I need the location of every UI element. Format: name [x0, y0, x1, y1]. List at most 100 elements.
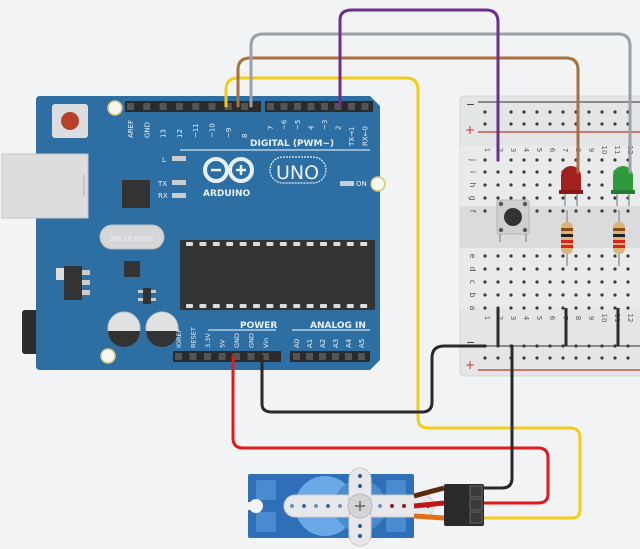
header-pin[interactable] — [127, 103, 134, 110]
breadboard-hole[interactable] — [600, 254, 604, 258]
rail-hole[interactable] — [626, 344, 630, 348]
breadboard-hole[interactable] — [509, 158, 513, 162]
header-pin[interactable] — [204, 353, 211, 360]
wire-black-servo[interactable] — [482, 344, 514, 490]
rail-hole[interactable] — [626, 356, 630, 360]
rail-hole[interactable] — [561, 110, 565, 114]
breadboard-hole[interactable] — [561, 293, 565, 297]
breadboard-hole[interactable] — [535, 293, 539, 297]
breadboard-hole[interactable] — [600, 293, 604, 297]
breadboard-hole[interactable] — [587, 280, 591, 284]
breadboard-hole[interactable] — [561, 280, 565, 284]
breadboard-hole[interactable] — [600, 209, 604, 213]
breadboard-hole[interactable] — [483, 293, 487, 297]
header-pin[interactable] — [247, 353, 255, 360]
breadboard-hole[interactable] — [613, 280, 617, 284]
breadboard-hole[interactable] — [509, 293, 513, 297]
rail-hole[interactable] — [548, 344, 552, 348]
header-pin[interactable] — [280, 103, 288, 110]
header-pin[interactable] — [241, 103, 249, 110]
breadboard-hole[interactable] — [574, 254, 578, 258]
breadboard-hole[interactable] — [483, 196, 487, 200]
breadboard-hole[interactable] — [522, 306, 526, 310]
breadboard-hole[interactable] — [600, 158, 604, 162]
breadboard-hole[interactable] — [600, 170, 604, 174]
header-pin[interactable] — [348, 103, 355, 110]
breadboard-hole[interactable] — [561, 209, 565, 213]
rail-hole[interactable] — [535, 122, 539, 126]
rail-hole[interactable] — [613, 356, 617, 360]
header-pin[interactable] — [208, 103, 216, 110]
rail-hole[interactable] — [613, 344, 617, 348]
breadboard-hole[interactable] — [613, 158, 617, 162]
breadboard-hole[interactable] — [483, 254, 487, 258]
header-pin[interactable] — [233, 353, 240, 360]
breadboard-hole[interactable] — [496, 293, 500, 297]
breadboard-hole[interactable] — [561, 267, 565, 271]
breadboard-hole[interactable] — [587, 170, 591, 174]
breadboard-hole[interactable] — [626, 293, 630, 297]
servo-horn[interactable] — [283, 467, 435, 547]
breadboard-hole[interactable] — [483, 306, 487, 310]
header-pin[interactable] — [345, 353, 352, 360]
breadboard-hole[interactable] — [535, 267, 539, 271]
rail-hole[interactable] — [483, 110, 487, 114]
breadboard-hole[interactable] — [522, 293, 526, 297]
header-pin[interactable] — [293, 353, 300, 360]
header-pin[interactable] — [267, 103, 274, 110]
header-pin[interactable] — [224, 103, 232, 110]
led-red[interactable] — [559, 166, 583, 206]
rail-hole[interactable] — [574, 356, 578, 360]
rail-hole[interactable] — [587, 122, 591, 126]
breadboard-hole[interactable] — [509, 170, 513, 174]
header-pin[interactable] — [218, 353, 226, 360]
breadboard-hole[interactable] — [626, 209, 630, 213]
breadboard-hole[interactable] — [535, 280, 539, 284]
breadboard-hole[interactable] — [587, 183, 591, 187]
breadboard-hole[interactable] — [600, 183, 604, 187]
breadboard-hole[interactable] — [600, 306, 604, 310]
rail-hole[interactable] — [522, 356, 526, 360]
wire-brown[interactable] — [236, 56, 580, 174]
breadboard-hole[interactable] — [574, 267, 578, 271]
rail-hole[interactable] — [587, 356, 591, 360]
breadboard-hole[interactable] — [613, 209, 617, 213]
breadboard-hole[interactable] — [522, 158, 526, 162]
rail-hole[interactable] — [561, 356, 565, 360]
resistor[interactable] — [613, 210, 625, 266]
rail-hole[interactable] — [548, 110, 552, 114]
breadboard-hole[interactable] — [509, 183, 513, 187]
breadboard-hole[interactable] — [574, 209, 578, 213]
breadboard-hole[interactable] — [613, 254, 617, 258]
breadboard-hole[interactable] — [587, 306, 591, 310]
breadboard-hole[interactable] — [561, 254, 565, 258]
rail-hole[interactable] — [522, 122, 526, 126]
breadboard-hole[interactable] — [483, 267, 487, 271]
breadboard-hole[interactable] — [522, 280, 526, 284]
breadboard-hole[interactable] — [496, 170, 500, 174]
wire-red-5v[interactable] — [231, 354, 550, 505]
rail-hole[interactable] — [535, 110, 539, 114]
breadboard-hole[interactable] — [574, 293, 578, 297]
breadboard-hole[interactable] — [548, 280, 552, 284]
header-pin[interactable] — [361, 103, 369, 110]
breadboard-hole[interactable] — [613, 306, 617, 310]
breadboard-hole[interactable] — [509, 280, 513, 284]
breadboard-hole[interactable] — [535, 170, 539, 174]
breadboard-hole[interactable] — [548, 158, 552, 162]
breadboard-hole[interactable] — [509, 306, 513, 310]
rail-hole[interactable] — [535, 356, 539, 360]
header-pin[interactable] — [175, 103, 183, 110]
breadboard-hole[interactable] — [522, 170, 526, 174]
breadboard-hole[interactable] — [509, 196, 513, 200]
breadboard-hole[interactable] — [496, 267, 500, 271]
breadboard-hole[interactable] — [548, 293, 552, 297]
rail-hole[interactable] — [522, 344, 526, 348]
breadboard-hole[interactable] — [548, 254, 552, 258]
header-pin[interactable] — [143, 103, 151, 110]
breadboard-hole[interactable] — [535, 183, 539, 187]
breadboard-hole[interactable] — [613, 267, 617, 271]
rail-hole[interactable] — [587, 344, 591, 348]
rail-hole[interactable] — [600, 122, 604, 126]
breadboard-hole[interactable] — [535, 158, 539, 162]
